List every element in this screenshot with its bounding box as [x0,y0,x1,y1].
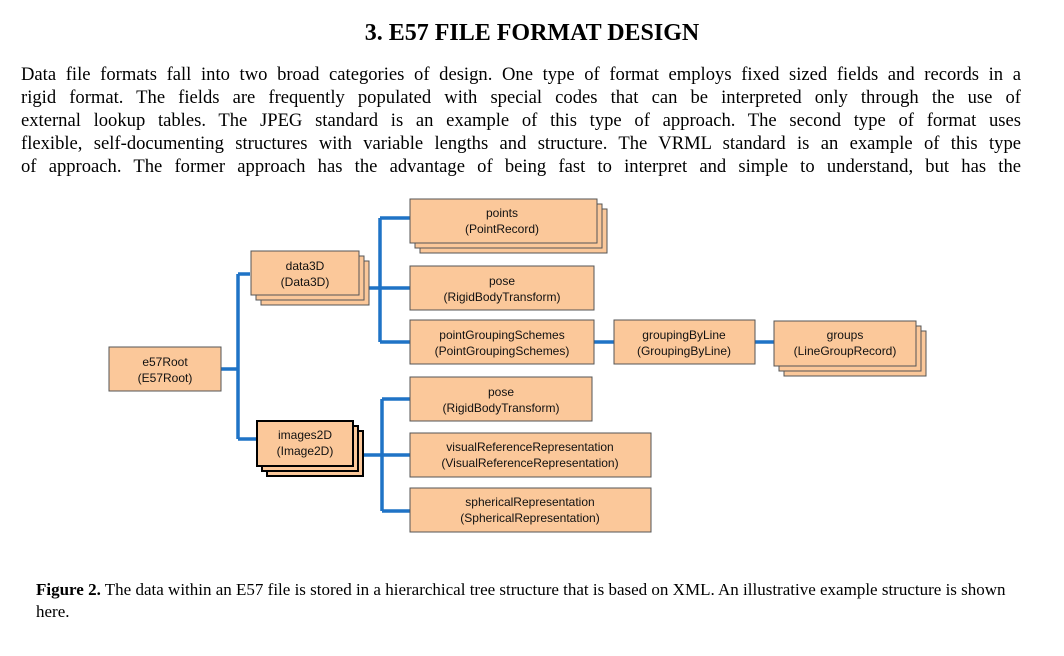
node-type: (RigidBodyTransform) [444,290,561,304]
node-name: pose [488,385,514,399]
caption-label: Figure 2. [36,580,101,599]
node-visual-reference-representation: visualReferenceRepresentation (VisualRef… [409,432,652,478]
paragraph-line: Data file formats fall into two broad ca… [21,64,1021,85]
paragraph-line: rigid format. The fields are frequently … [21,87,1021,108]
node-type: (E57Root) [138,371,193,385]
caption-text: The data within an E57 file is stored in… [36,580,1006,621]
node-name: groups [827,328,864,342]
node-spherical-representation: sphericalRepresentation (SphericalRepres… [409,487,652,533]
node-type: (VisualReferenceRepresentation) [441,456,618,470]
node-name: points [486,206,518,220]
tree-connectors [221,216,774,513]
node-point-grouping-schemes: pointGroupingSchemes (PointGroupingSchem… [409,319,595,365]
node-name: pointGroupingSchemes [439,328,564,342]
node-images2d: images2D (Image2D) [256,420,364,477]
node-type: (Image2D) [277,444,334,458]
paragraph-line: of approach. The former approach has the… [21,156,1021,177]
paragraph-line: external lookup tables. The JPEG standar… [21,110,1021,131]
node-type: (LineGroupRecord) [794,344,897,358]
node-name: sphericalRepresentation [465,495,594,509]
node-name: groupingByLine [642,328,726,342]
body-paragraph: Data file formats fall into two broad ca… [21,63,1021,178]
node-type: (PointRecord) [465,222,539,236]
node-name: images2D [278,428,332,442]
node-e57root: e57Root (E57Root) [108,346,222,392]
node-name: visualReferenceRepresentation [446,440,613,454]
node-points: points (PointRecord) [409,198,608,254]
node-type: (Data3D) [281,275,330,289]
node-pose-data3d: pose (RigidBodyTransform) [409,265,595,311]
node-name: pose [489,274,515,288]
node-type: (RigidBodyTransform) [443,401,560,415]
node-pose-images2d: pose (RigidBodyTransform) [409,376,593,422]
paragraph-line: flexible, self-documenting structures wi… [21,133,1021,154]
node-name: data3D [286,259,325,273]
figure-caption: Figure 2. The data within an E57 file is… [36,579,1006,623]
section-title: 3. E57 FILE FORMAT DESIGN [364,20,700,46]
node-name: e57Root [142,355,188,369]
node-groups: groups (LineGroupRecord) [773,320,927,377]
node-type: (GroupingByLine) [637,344,731,358]
node-grouping-by-line: groupingByLine (GroupingByLine) [613,319,756,365]
node-data3d: data3D (Data3D) [250,250,370,306]
node-type: (PointGroupingSchemes) [435,344,570,358]
node-type: (SphericalRepresentation) [460,511,599,525]
